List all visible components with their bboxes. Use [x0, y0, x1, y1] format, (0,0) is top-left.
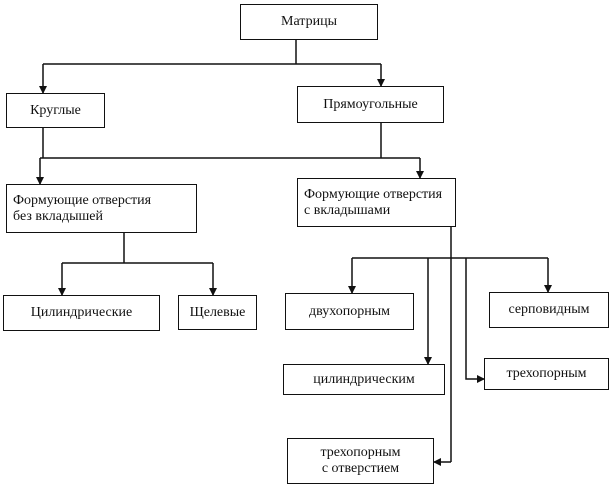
node-rectangular: Прямоугольные — [297, 86, 444, 123]
node-cylindrical-insert-label: цилиндрическим — [313, 371, 415, 387]
node-holes-without-inserts-label: Формующие отверстия без вкладышей — [13, 192, 152, 224]
node-rectangular-label: Прямоугольные — [323, 96, 418, 112]
arrow-to-three-support — [465, 258, 485, 383]
node-sickle-shaped-label: серповидным — [508, 302, 590, 317]
node-matrices: Матрицы — [240, 4, 378, 40]
node-round-label: Круглые — [30, 102, 81, 118]
node-two-support: двухопорным — [285, 293, 414, 330]
node-sickle-shaped: серповидным — [489, 292, 609, 328]
node-matrices-label: Матрицы — [281, 14, 337, 29]
node-three-support: трехопорным — [484, 358, 609, 390]
node-holes-with-inserts-label: Формующие отверстия с вкладышами — [304, 186, 443, 218]
node-three-support-label: трехопорным — [506, 366, 587, 381]
node-holes-without-inserts: Формующие отверстия без вкладышей — [6, 184, 197, 233]
node-three-support-with-hole: трехопорным с отверстием — [287, 438, 434, 484]
node-cylindrical: Цилиндрические — [3, 295, 160, 331]
node-two-support-label: двухопорным — [309, 303, 390, 319]
node-slotted-label: Щелевые — [189, 304, 246, 320]
node-round: Круглые — [6, 93, 105, 128]
node-cylindrical-insert: цилиндрическим — [283, 364, 445, 395]
node-holes-with-inserts: Формующие отверстия с вкладышами — [297, 178, 456, 227]
node-slotted: Щелевые — [178, 295, 257, 330]
node-cylindrical-label: Цилиндрические — [30, 305, 133, 320]
node-three-support-with-hole-label: трехопорным с отверстием — [320, 445, 401, 476]
